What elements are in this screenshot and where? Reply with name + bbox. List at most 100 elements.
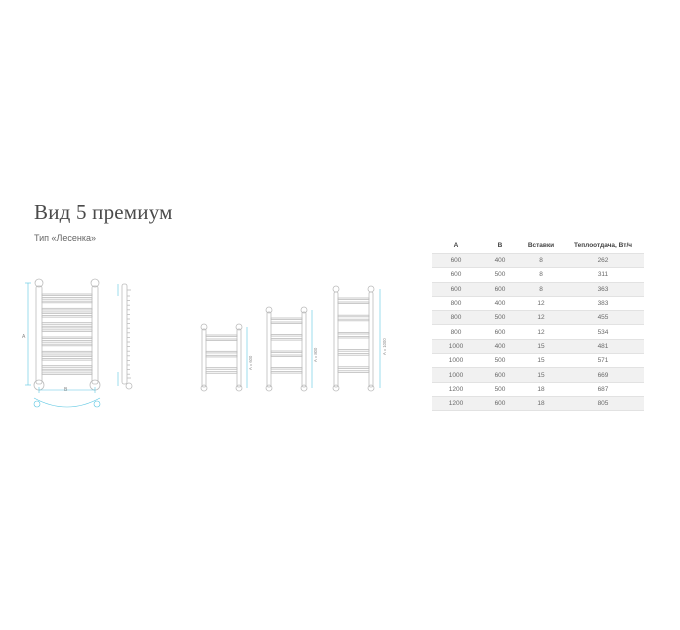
ladder-rung (41, 293, 93, 297)
ladder-rung (337, 349, 370, 352)
table-cell: 400 (494, 300, 506, 308)
ladder-rung (41, 372, 93, 375)
table-cell: 500 (494, 385, 506, 393)
ladder-rung (41, 311, 93, 314)
table-cell: 8 (520, 282, 562, 297)
table-cell: 15 (520, 367, 562, 383)
ladder-rung (337, 335, 370, 339)
table-cell: 805 (562, 396, 644, 411)
table-cell: 1000 (432, 339, 480, 354)
model-1000-drawing (332, 285, 375, 392)
ladder-rung (270, 354, 303, 358)
table-cell: 800 (432, 310, 480, 325)
table-cell: 600 (480, 367, 520, 383)
ladder-rung (270, 338, 303, 341)
table-cell: 800 (450, 328, 462, 336)
table-row: 600 500 8 311 (432, 267, 644, 282)
table-cell: 600 (480, 282, 520, 297)
ladder-rung (337, 297, 370, 301)
ladder-rung (41, 322, 93, 325)
ladder-rung (41, 297, 93, 300)
table-cell: 600 (450, 271, 462, 279)
ladder-rung (41, 340, 93, 343)
table-cell: 687 (597, 385, 609, 393)
ladder-rung (41, 365, 93, 368)
header-inserts: Вставки (527, 241, 555, 249)
dim-a-1000-label: A = 1000 (382, 338, 387, 355)
ladder-rung (270, 367, 303, 370)
table-cell: 12 (537, 300, 545, 308)
header-b: B (497, 241, 503, 249)
table-cell: 311 (597, 271, 609, 279)
table-cell: 571 (597, 357, 609, 365)
table-cell: 455 (562, 310, 644, 325)
table-cell: 15 (537, 357, 545, 365)
table-cell: 500 (494, 357, 506, 365)
table-cell: 669 (562, 367, 644, 383)
table-cell: 1200 (448, 385, 464, 393)
model-800-drawing (265, 306, 308, 392)
table-cell: 1000 (432, 367, 480, 383)
ladder-rung (41, 350, 93, 354)
ladder-rung (337, 331, 370, 335)
ladder-rung (41, 307, 93, 311)
technical-drawings: A B A = 600 A = 800 (22, 278, 387, 408)
ladder-rung (270, 350, 303, 354)
dim-a-800-label: A = 800 (313, 347, 318, 362)
table-cell: 400 (480, 339, 520, 354)
ladder-rung (270, 321, 303, 325)
ladder-rung (337, 314, 370, 318)
ladder-rung (41, 315, 93, 318)
table-cell: 8 (520, 253, 562, 268)
ladder-rung (205, 367, 238, 370)
ladder-rung (337, 366, 370, 369)
ladder-rung (41, 336, 93, 340)
dim-a-600-label: A = 600 (248, 355, 253, 370)
table-cell: 12 (537, 328, 545, 336)
table-row: 1200 500 18 687 (432, 382, 644, 396)
table-cell: 600 (480, 396, 520, 411)
ladder-rung (270, 334, 303, 337)
table-cell: 600 (494, 328, 506, 336)
table-cell: 400 (480, 253, 520, 268)
ladder-rung (41, 325, 93, 329)
table-cell: 383 (597, 300, 609, 308)
ladder-rung (270, 371, 303, 374)
table-cell: 12 (520, 310, 562, 325)
table-header-row: A B Вставки Теплоотдача, Вт/ч (432, 237, 644, 254)
table-cell: 481 (562, 339, 644, 354)
header-a: A (453, 241, 459, 249)
table-cell: 500 (494, 271, 506, 279)
ladder-rung (41, 300, 93, 304)
table-cell: 1200 (432, 396, 480, 411)
ladder-rung (337, 318, 370, 322)
table-cell: 8 (539, 271, 543, 279)
ladder-rung (41, 358, 93, 361)
table-cell: 18 (520, 396, 562, 411)
table-cell: 18 (537, 385, 545, 393)
table-cell: 15 (520, 339, 562, 354)
ladder-rung (205, 354, 238, 358)
dim-b-label: B (64, 387, 68, 393)
ladder-rung (270, 317, 303, 321)
ladder-rung (41, 343, 93, 347)
page-title: Вид 5 премиум (34, 200, 173, 224)
ladder-rung (41, 354, 93, 357)
dim-a-label: A (22, 334, 26, 340)
table-cell: 262 (562, 253, 644, 268)
ladder-rung (337, 353, 370, 356)
ladder-rung (337, 301, 370, 305)
model-600-drawing (200, 323, 243, 392)
side-view-drawing (121, 283, 133, 390)
table-cell: 1000 (448, 357, 464, 365)
ladder-rung (205, 338, 238, 342)
